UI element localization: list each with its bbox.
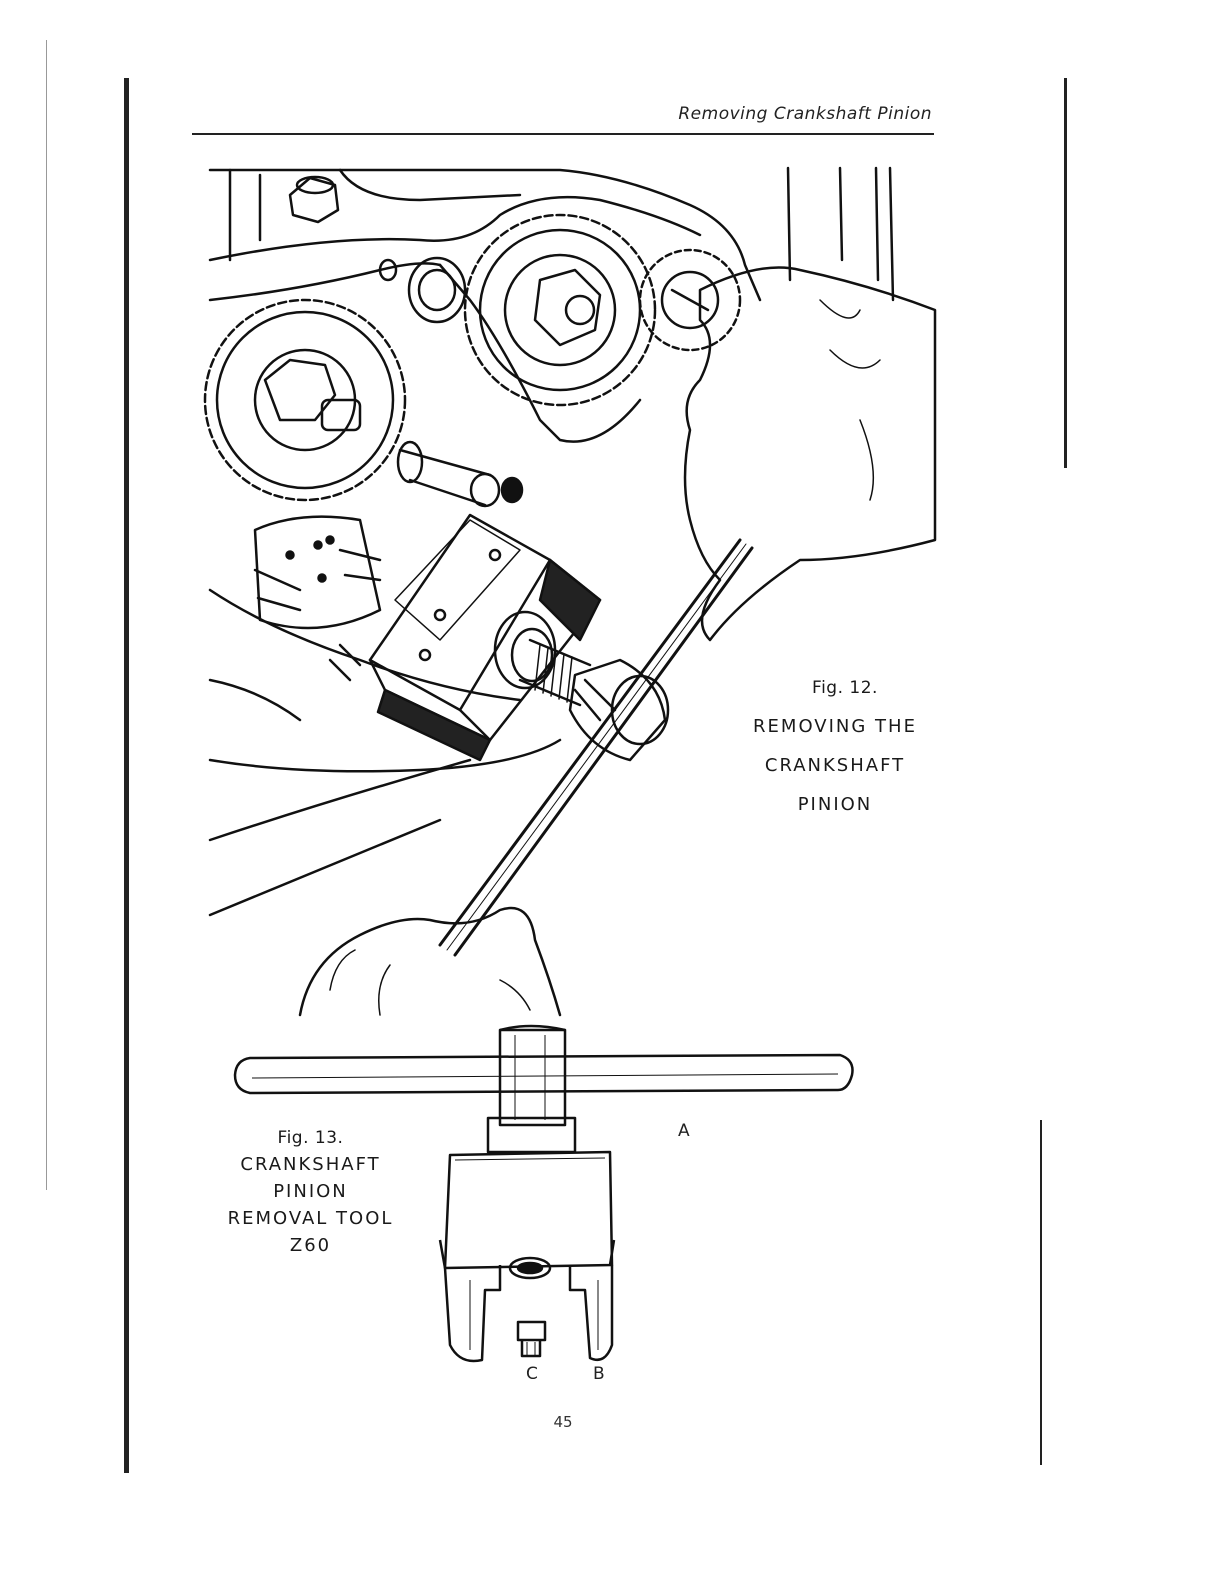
page-number: 45: [548, 1413, 578, 1431]
part-label-b: B: [593, 1364, 605, 1384]
figure-12-caption-line: REMOVING THE: [735, 716, 935, 737]
figure-12-caption-line: PINION: [735, 794, 935, 815]
part-label-c: C: [526, 1364, 538, 1384]
figure-12-number: Fig. 12.: [755, 678, 935, 698]
figure-12-caption: Fig. 12. REMOVING THE CRANKSHAFT PINION: [735, 678, 935, 833]
figure-12-caption-line: CRANKSHAFT: [735, 755, 935, 776]
part-label-a: A: [678, 1121, 690, 1141]
figure-13-caption-line: Z60: [208, 1235, 413, 1256]
figure-13-caption: Fig. 13. CRANKSHAFT PINION REMOVAL TOOL …: [208, 1128, 413, 1262]
figure-13-caption-line: REMOVAL TOOL: [208, 1208, 413, 1229]
figure-13-caption-line: PINION: [208, 1181, 413, 1202]
figure-13-number: Fig. 13.: [208, 1128, 413, 1148]
figure-13-caption-line: CRANKSHAFT: [208, 1154, 413, 1175]
